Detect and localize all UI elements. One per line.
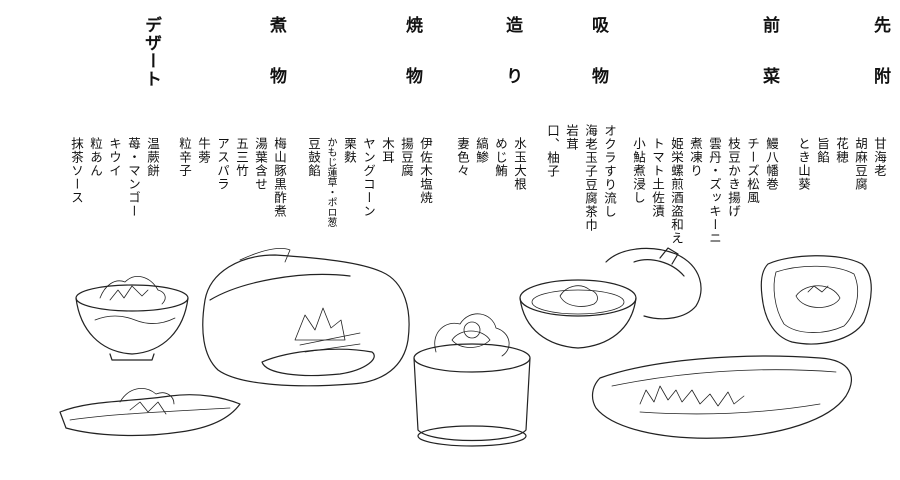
menu-item: 湯葉含せ	[253, 137, 268, 191]
zensai-platter-illustration	[591, 355, 852, 439]
menu-item: 牛蒡	[196, 137, 211, 164]
menu-item: 粒辛子	[177, 137, 192, 178]
section-title-sakizuke: 先附	[870, 16, 890, 118]
menu-item: ヤングコーン	[361, 137, 376, 218]
menu-item: 豆鼓餡	[306, 137, 321, 178]
menu-item: 姫栄螺煎酒盗和え	[669, 137, 684, 245]
yakimono-dome-illustration	[202, 248, 410, 387]
menu-item: 雲丹・ズッキーニ	[707, 137, 722, 245]
menu-item: めじ鮪	[493, 137, 508, 178]
nimono-plate-illustration	[59, 388, 241, 437]
menu-item: 苺・マンゴー	[126, 137, 141, 218]
menu-item: 煮凍り	[688, 137, 703, 178]
section-title-suimono: 吸物	[588, 16, 608, 118]
dessert-bowl-illustration	[75, 276, 189, 361]
menu-item: 妻色々	[455, 137, 470, 178]
menu-item: 口、柚子	[545, 124, 560, 178]
menu-item: 水玉大根	[512, 137, 527, 191]
menu-item: とき山葵	[796, 137, 811, 191]
tsukuri-cup-illustration	[413, 313, 531, 447]
section-title-dessert: デザート	[141, 16, 161, 88]
section-title-tsukuri: 造り	[502, 16, 522, 118]
menu-item: 抹茶ソース	[69, 137, 84, 205]
menu-item: 揚豆腐	[399, 137, 414, 178]
menu-item: 胡麻豆腐	[853, 137, 868, 191]
menu-item: 花穂	[834, 137, 849, 164]
sakizuke-dish-illustration	[760, 255, 872, 345]
section-title-yakimono: 焼物	[402, 16, 422, 118]
menu-item: 枝豆かき揚げ	[726, 137, 741, 218]
menu-item: 海老玉子豆腐茶巾	[583, 124, 598, 232]
menu-item: トマト土佐漬	[650, 137, 665, 218]
menu-item: 縞鯵	[474, 137, 489, 164]
suimono-bowl-illustration	[519, 247, 702, 349]
section-title-zensai: 前菜	[759, 16, 779, 118]
menu-item: オクラすり流し	[602, 124, 617, 219]
menu-item: 岩茸	[564, 124, 579, 151]
menu-item: 甘海老	[872, 137, 887, 178]
menu-item: 粒あん	[88, 137, 103, 178]
menu-item: 小鮎煮浸し	[631, 137, 646, 205]
menu-item: 旨餡	[815, 137, 830, 164]
menu-item: 木耳	[380, 137, 395, 164]
menu-item: 伊佐木塩焼	[418, 137, 433, 205]
menu-item: キウイ	[107, 137, 122, 178]
menu-item: 鰻八幡巻	[764, 137, 779, 191]
menu-item: 梅山豚黒酢煮	[272, 137, 287, 218]
menu-item: 温蕨餅	[145, 137, 160, 178]
menu-item: 栗麩	[342, 137, 357, 164]
menu-item: かもじ蓮草・ポロ葱	[325, 137, 336, 227]
menu-item: アスパラ	[215, 137, 230, 191]
section-title-nimono: 煮物	[266, 16, 286, 118]
menu-item: チーズ松風	[745, 137, 760, 205]
menu-item: 五三竹	[234, 137, 249, 178]
